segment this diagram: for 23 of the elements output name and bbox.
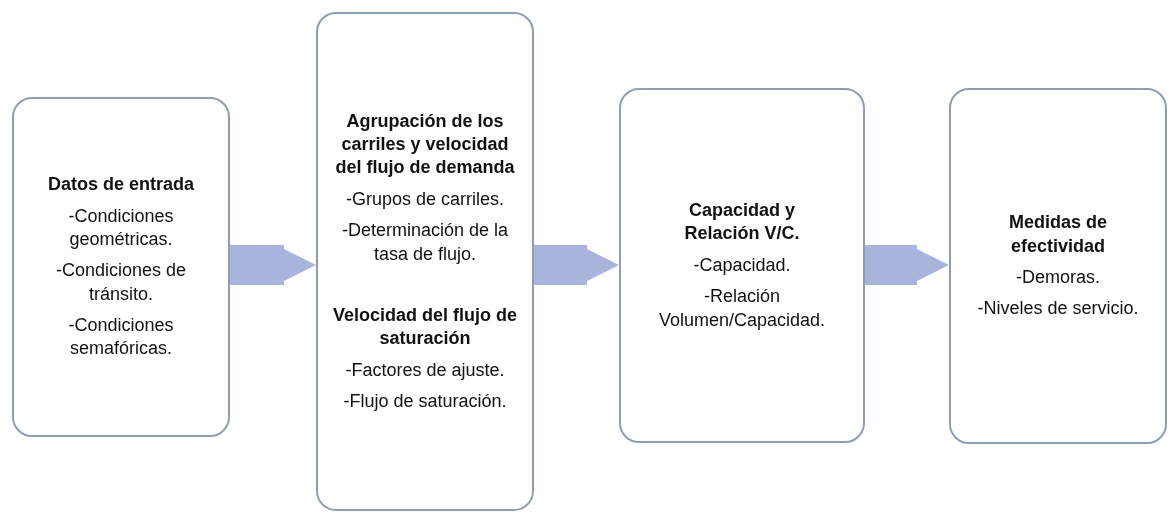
box-item: -Capacidad. bbox=[693, 253, 791, 277]
box-item: -Niveles de servicio. bbox=[977, 297, 1139, 321]
box-item: -Determinación de la tasa de flujo. bbox=[340, 219, 510, 266]
arrow bbox=[865, 245, 949, 285]
box-heading: Medidas de efectividad bbox=[1008, 211, 1108, 258]
arrow bbox=[230, 245, 316, 285]
process-box bbox=[619, 88, 865, 443]
box-item: -Factores de ajuste. bbox=[345, 358, 505, 382]
box-item: -Condiciones semafóricas. bbox=[67, 314, 175, 361]
box-item: -Condiciones de tránsito. bbox=[54, 259, 188, 306]
box-heading: Capacidad y Relación V/C. bbox=[683, 199, 801, 246]
process-box bbox=[12, 97, 230, 437]
box-heading: Agrupación de los carriles y velocidad del flujo de demanda bbox=[334, 109, 516, 180]
box-item: -Demoras. bbox=[1016, 266, 1100, 289]
process-box bbox=[949, 88, 1167, 444]
box-item: -Condiciones geométricas. bbox=[67, 204, 175, 251]
box-item: -Relación Volumen/Capacidad. bbox=[658, 285, 826, 332]
box-heading: Datos de entrada bbox=[47, 173, 194, 197]
arrow bbox=[534, 245, 619, 285]
box-heading: Velocidad del flujo de saturación bbox=[332, 303, 518, 351]
process-box bbox=[316, 12, 534, 511]
box-item: -Flujo de saturación. bbox=[343, 390, 507, 414]
box-item: -Grupos de carriles. bbox=[345, 187, 505, 211]
